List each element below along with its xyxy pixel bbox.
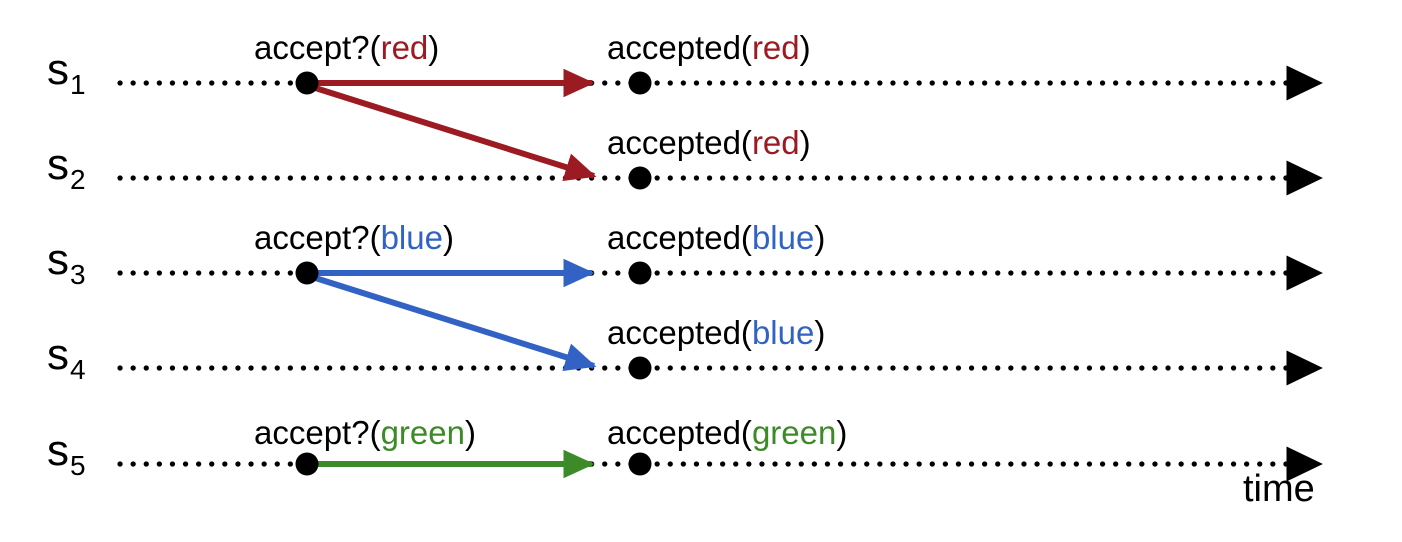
accepted-open-text: accepted( xyxy=(607,29,752,66)
value-red: red xyxy=(380,29,429,66)
close-paren-text: ) xyxy=(799,29,811,66)
accepted-open-text: accepted( xyxy=(607,414,752,451)
value-red: red xyxy=(751,29,800,66)
accepted-open-text: accepted( xyxy=(607,124,752,161)
event-dot-s2-recv xyxy=(628,166,652,190)
process-label-s3-sub: 3 xyxy=(70,259,86,290)
process-label-s4-sub: 4 xyxy=(70,354,86,385)
close-paren-text: ) xyxy=(428,29,440,66)
event-dot-s5-send xyxy=(295,452,319,476)
process-label-s3: s3 xyxy=(47,235,86,289)
value-red: red xyxy=(751,124,800,161)
process-label-s2-name: s xyxy=(47,140,69,189)
message-label-accept-green: accept?(green) xyxy=(254,416,476,449)
value-green: green xyxy=(380,414,465,451)
event-dots xyxy=(295,71,652,476)
timelines xyxy=(117,65,1323,482)
process-label-s5: s5 xyxy=(47,426,86,480)
message-label-accept-blue: accept?(blue) xyxy=(254,221,454,254)
event-dot-s4-recv xyxy=(628,356,652,380)
process-label-s1-name: s xyxy=(47,45,69,94)
process-label-s2-sub: 2 xyxy=(70,164,86,195)
value-green: green xyxy=(751,414,837,451)
process-label-s3-name: s xyxy=(47,235,69,284)
close-paren-text: ) xyxy=(442,219,454,256)
event-dot-s1-recv xyxy=(628,71,652,95)
process-label-s1: s1 xyxy=(47,45,86,99)
message-label-accepted-red-s2: accepted(red) xyxy=(607,126,811,159)
event-dot-s5-recv xyxy=(628,452,652,476)
close-paren-text: ) xyxy=(814,219,826,256)
event-dot-s3-send xyxy=(295,261,319,285)
value-blue: blue xyxy=(751,219,815,256)
value-blue: blue xyxy=(380,219,443,256)
event-dot-s3-recv xyxy=(628,261,652,285)
close-paren-text: ) xyxy=(799,124,811,161)
process-label-s5-name: s xyxy=(47,426,69,475)
arrow-blue-s3-to-s4 xyxy=(308,273,597,372)
process-label-s2: s2 xyxy=(47,140,86,194)
close-paren-text: ) xyxy=(464,414,476,451)
process-label-s4: s4 xyxy=(47,330,86,384)
event-dot-s1-send xyxy=(295,71,319,95)
process-label-s4-name: s xyxy=(47,330,69,379)
message-label-accepted-blue-s4: accepted(blue) xyxy=(607,316,825,349)
process-label-s5-sub: 5 xyxy=(70,450,86,481)
accept-open-text: accept?( xyxy=(254,414,381,451)
process-label-s1-sub: 1 xyxy=(70,69,86,100)
message-label-accepted-blue-s3: accepted(blue) xyxy=(607,221,825,254)
arrow-red-s1-to-s2 xyxy=(308,83,597,182)
time-axis-label: time xyxy=(1243,468,1315,510)
value-blue: blue xyxy=(751,314,815,351)
close-paren-text: ) xyxy=(836,414,848,451)
close-paren-text: ) xyxy=(814,314,826,351)
accepted-open-text: accepted( xyxy=(607,219,752,256)
message-arrows xyxy=(308,68,597,479)
message-label-accepted-red-s1: accepted(red) xyxy=(607,31,811,64)
accept-open-text: accept?( xyxy=(254,29,381,66)
accept-open-text: accept?( xyxy=(254,219,381,256)
message-label-accepted-green-s5: accepted(green) xyxy=(607,416,847,449)
accepted-open-text: accepted( xyxy=(607,314,752,351)
message-label-accept-red: accept?(red) xyxy=(254,31,439,64)
